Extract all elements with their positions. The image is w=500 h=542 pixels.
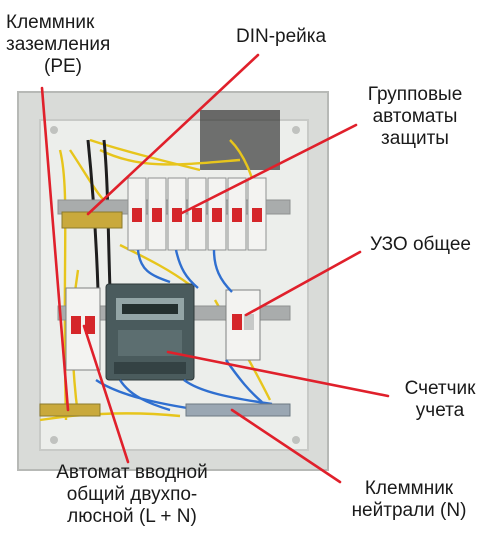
- pe-terminal-block: [61, 211, 123, 229]
- main-breaker-label: Автомат вводной общий двухпо- люсной (L …: [34, 462, 230, 528]
- pointer-neutral: [230, 408, 342, 484]
- group-breakers: [127, 177, 267, 251]
- meter-label-line-2: учета: [415, 400, 465, 421]
- main-breaker-label-line-3: люсной (L + N): [67, 506, 197, 527]
- pointer-pe: [40, 86, 70, 412]
- pointer-main-breaker: [82, 324, 130, 464]
- group-breakers-label-line-1: Групповые: [367, 84, 463, 105]
- pointer-meter: [166, 350, 390, 398]
- pe-terminal-label-line-3: (PE): [44, 56, 82, 77]
- pe-terminal-label: Клеммник заземления (PE): [6, 12, 110, 78]
- pointer-group-breakers: [180, 123, 358, 215]
- pe-terminal-label-line-2: заземления: [6, 34, 111, 55]
- pointer-rcd: [244, 250, 362, 317]
- din-rail-label: DIN-рейка: [236, 26, 326, 48]
- main-breaker-label-line-1: Автомат вводной: [56, 462, 208, 483]
- electricity-meter: [105, 283, 195, 381]
- pe-terminal-label-line-1: Клеммник: [6, 12, 95, 33]
- neutral-terminal-label: Клеммник нейтрали (N): [334, 478, 484, 522]
- meter-label: Счетчик учета: [392, 378, 488, 422]
- main-breaker-label-line-2: общий двухпо-: [66, 484, 198, 505]
- neutral-terminal-label-line-2: нейтрали (N): [351, 500, 467, 521]
- din-rail-label-text: DIN-рейка: [236, 26, 327, 47]
- group-breakers-label-line-2: автоматы: [372, 106, 458, 127]
- group-breakers-label-line-3: защиты: [381, 128, 449, 149]
- neutral-terminal-bar: [185, 403, 291, 417]
- rcd-label: УЗО общее: [370, 234, 471, 256]
- rcd-device: [225, 289, 261, 361]
- rcd-label-text: УЗО общее: [370, 234, 471, 255]
- pointer-lines: [40, 53, 390, 484]
- group-breakers-label: Групповые автоматы защиты: [340, 84, 490, 150]
- neutral-terminal-label-line-1: Клеммник: [364, 478, 454, 499]
- meter-label-line-1: Счетчик: [404, 378, 476, 399]
- pointer-din-rail: [86, 53, 260, 216]
- pe-terminal-bar: [39, 403, 101, 417]
